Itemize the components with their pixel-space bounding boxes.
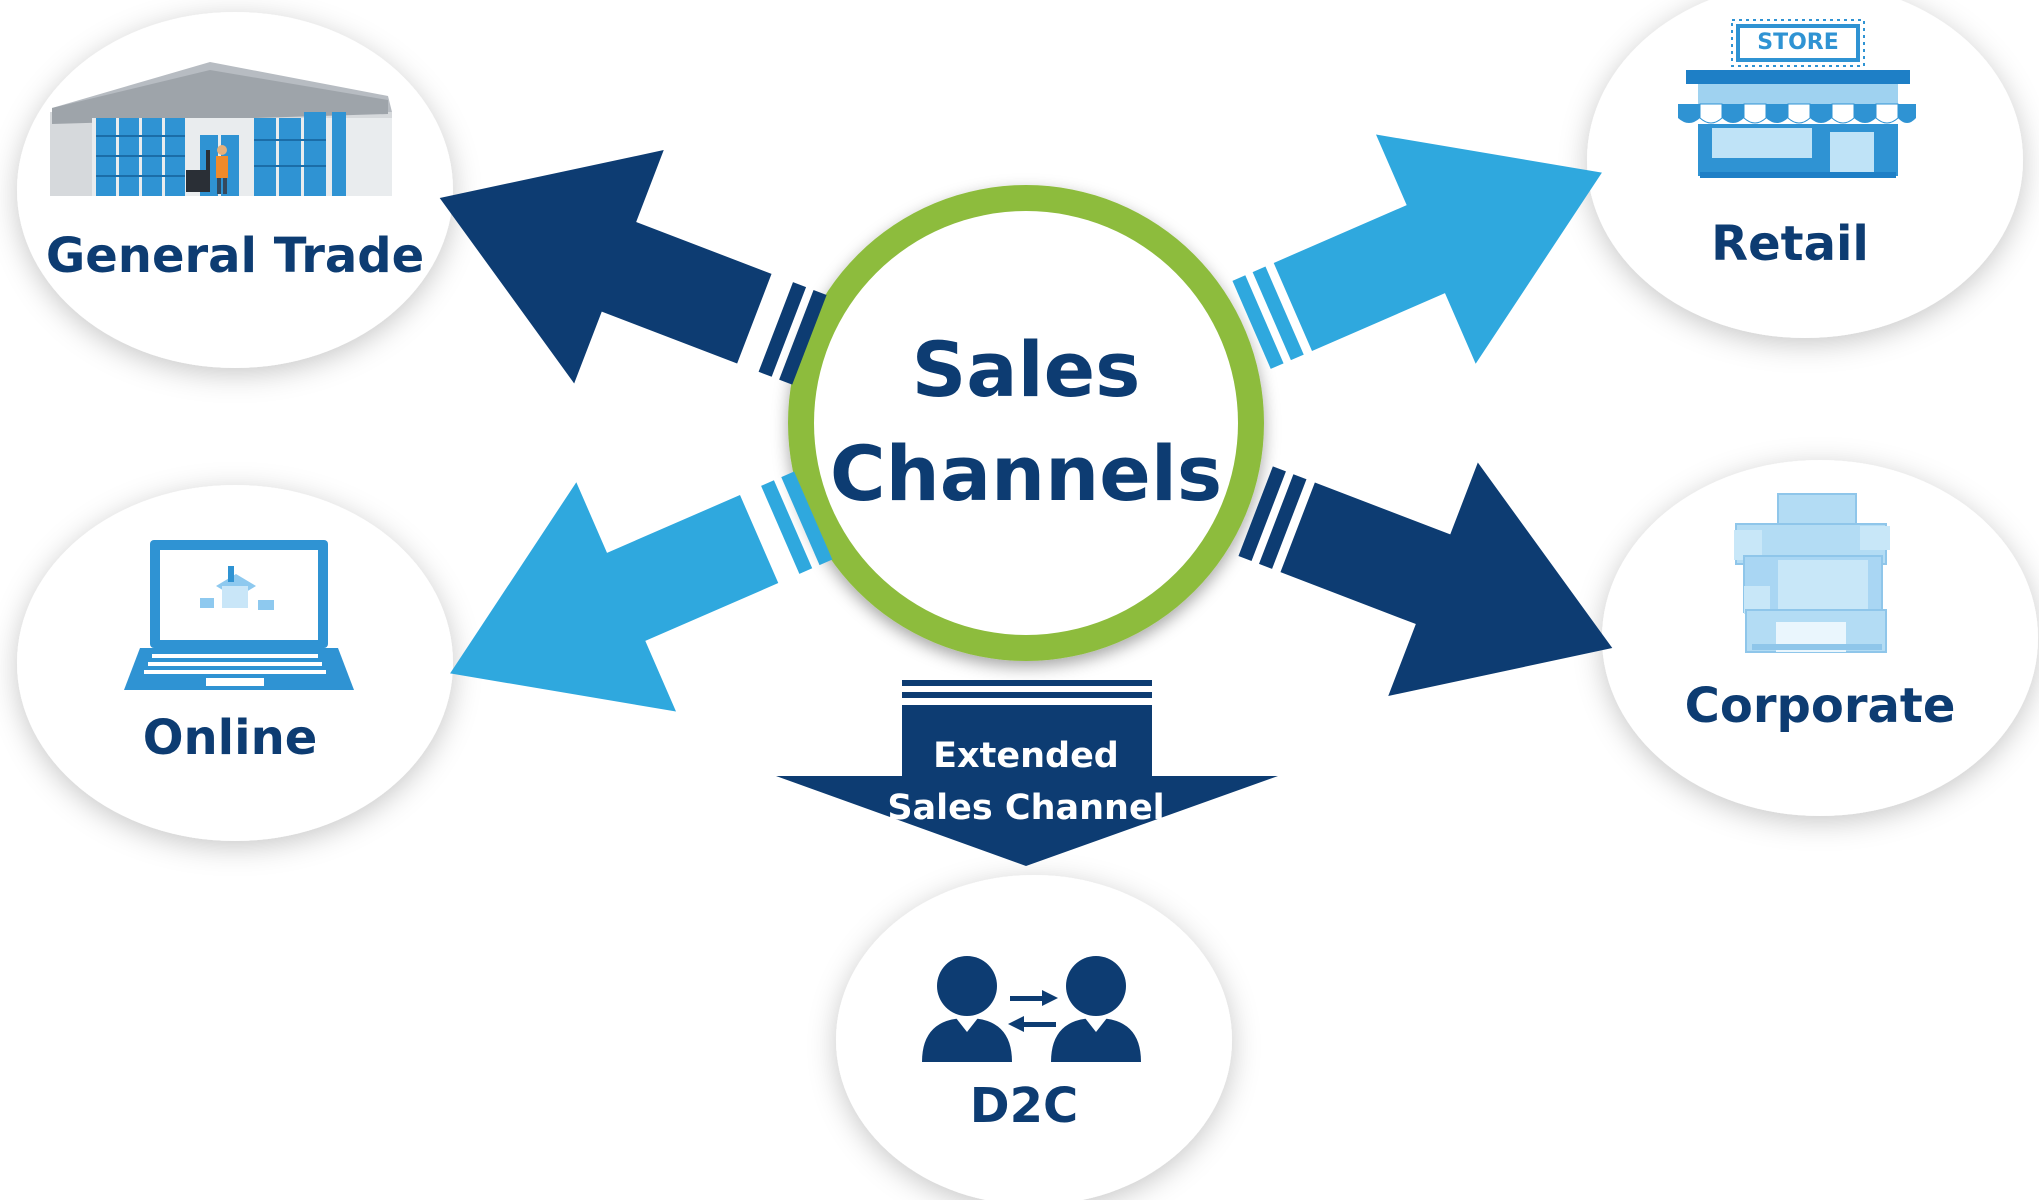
label-online: Online xyxy=(142,710,318,766)
center-title-line1: Sales xyxy=(911,325,1141,414)
label-general-trade: General Trade xyxy=(45,228,425,284)
label-retail: Retail xyxy=(1711,216,1869,272)
arrow-online xyxy=(439,150,827,385)
extended-line1: Extended xyxy=(933,736,1119,776)
building-icon xyxy=(1734,493,1890,653)
center-ring xyxy=(788,185,1264,661)
label-corporate: Corporate xyxy=(1684,678,1956,734)
arrow-extended-sales-channel xyxy=(776,680,1278,866)
center-title-line2: Channels xyxy=(829,429,1223,518)
people-exchange-icon xyxy=(922,956,1141,1062)
store-sign-text: STORE xyxy=(1757,30,1839,55)
center-title: Sales Channels xyxy=(806,318,1246,526)
warehouse-icon xyxy=(50,62,392,196)
store-icon xyxy=(1678,19,1916,178)
label-d2c: D2C xyxy=(969,1078,1079,1134)
arrow-retail xyxy=(1232,134,1602,369)
laptop-icon xyxy=(124,540,354,690)
extended-sales-channel-label: Extended Sales Channel xyxy=(846,730,1206,834)
d2c-circle xyxy=(836,875,1232,1200)
arrow-corporate xyxy=(1238,462,1613,696)
extended-line2: Sales Channel xyxy=(887,788,1165,828)
arrow-general-trade xyxy=(450,471,833,712)
